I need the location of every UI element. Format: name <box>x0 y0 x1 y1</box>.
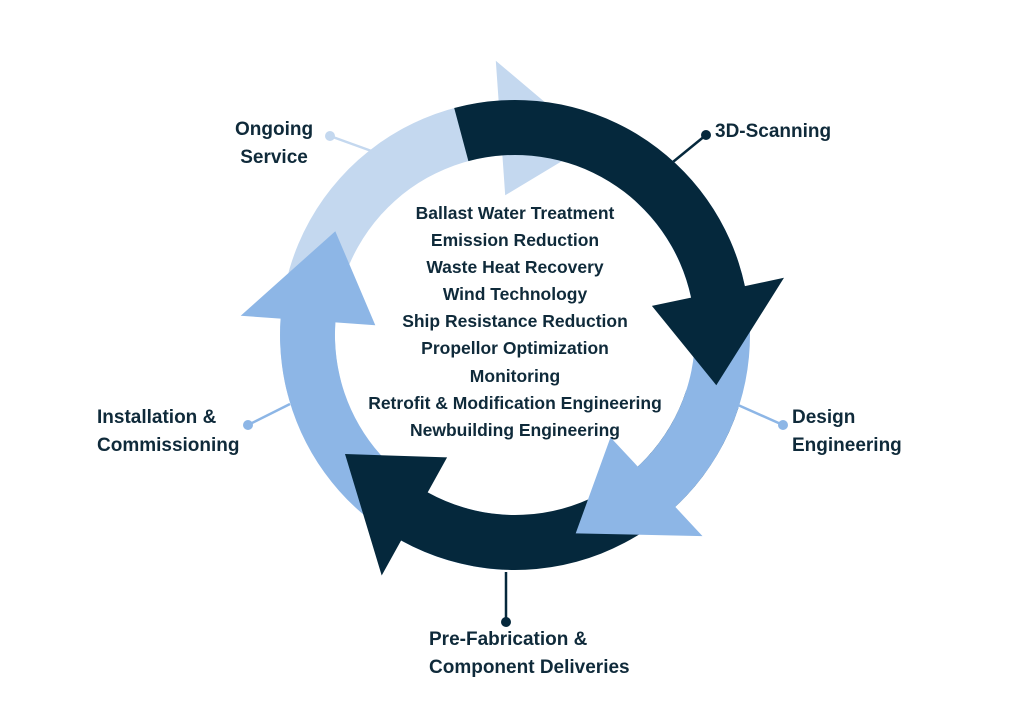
stage-label-scanning: 3D-Scanning <box>715 121 832 142</box>
service-item: Wind Technology <box>442 284 588 305</box>
connector-dot-design <box>778 420 788 430</box>
connector-dot-installation <box>243 420 253 430</box>
cycle-arrow-scanning <box>454 99 784 386</box>
connector-design <box>737 403 784 427</box>
services-list: Ballast Water Treatment Emission Reducti… <box>330 200 700 444</box>
stage-label-installation: Installation & Commissioning <box>97 407 240 456</box>
service-item: Emission Reduction <box>430 230 600 251</box>
connector-installation <box>247 402 291 427</box>
stage-label-prefab: Pre-Fabrication & Component Deliveries <box>429 629 630 678</box>
service-item: Ballast Water Treatment <box>415 203 615 223</box>
connector-service <box>329 134 378 155</box>
service-item: Ship Resistance Reduction <box>402 311 628 332</box>
connector-dot-prefab <box>501 617 511 627</box>
connector-scanning <box>667 134 707 167</box>
service-item: Newbuilding Engineering <box>410 419 620 440</box>
service-item: Retrofit & Modification Engineering <box>368 392 662 413</box>
cycle-arrow-installation <box>240 231 506 570</box>
stage-label-design: Design Engineering <box>792 407 902 456</box>
connector-dot-scanning <box>701 130 711 140</box>
service-item: Monitoring <box>469 365 561 386</box>
service-item: Waste Heat Recovery <box>426 257 604 278</box>
service-item: Propellor Optimization <box>421 338 609 359</box>
stage-label-service: Ongoing Service <box>235 119 314 168</box>
connector-dot-service <box>325 131 335 141</box>
